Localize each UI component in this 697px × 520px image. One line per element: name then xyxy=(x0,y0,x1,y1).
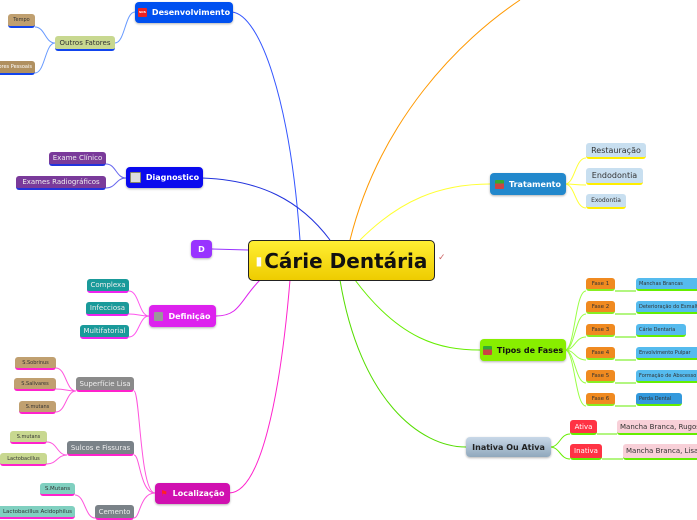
node-ativa-desc[interactable]: Mancha Branca, Rugosa xyxy=(617,420,697,435)
node-tempo[interactable]: Tempo xyxy=(8,14,35,28)
node-fase-2[interactable]: Fase 2 xyxy=(586,301,615,314)
node-lactobacillus[interactable]: Lactobacillus xyxy=(0,453,47,466)
node-fase-4[interactable]: Fase 4 xyxy=(586,347,615,360)
node-s-salivares[interactable]: S.Salivares xyxy=(14,378,56,391)
flag-icon: ⚑ xyxy=(160,489,168,498)
topic-diagnostico[interactable]: Diagnostico xyxy=(126,167,203,188)
node-exame-clinico[interactable]: Exame Clínico xyxy=(49,152,106,166)
topic-label: Diagnostico xyxy=(145,173,200,182)
topic-label: Tipos de Fases xyxy=(496,345,564,355)
node-fase-desc-3[interactable]: Cárie Dentaria xyxy=(636,324,686,337)
node-cemento[interactable]: Cemento xyxy=(95,505,134,520)
node-fase-1[interactable]: Fase 1 xyxy=(586,278,615,291)
link-icon[interactable]: ✓ xyxy=(438,253,446,263)
central-topic[interactable]: ▮ Cárie Dentária xyxy=(248,240,435,281)
topic-tratamento[interactable]: Tratamento xyxy=(490,173,566,195)
sos-icon: SOS xyxy=(137,8,147,17)
topic-d[interactable]: D xyxy=(191,240,212,258)
node-fase-desc-6[interactable]: Perda Dental xyxy=(636,393,682,406)
topic-label: Desenvolvimento xyxy=(151,8,231,17)
node-exodontia[interactable]: Exodontia xyxy=(586,194,626,209)
node-lactobacillus-acidophilus[interactable]: Lactobacillus Acidophilus xyxy=(0,506,75,519)
node-fase-desc-5[interactable]: Formação de Abscesso xyxy=(636,370,697,383)
node-exames-radiograficos[interactable]: Exames Radiográficos xyxy=(16,176,106,190)
tooth-icon: ▮ xyxy=(255,253,263,268)
node-inativa[interactable]: Inativa xyxy=(570,444,602,460)
node-multifatorial[interactable]: Multifatorial xyxy=(80,325,129,339)
node-s-mutans[interactable]: S.mutans xyxy=(19,401,56,414)
clipboard-icon xyxy=(129,172,141,183)
books-icon xyxy=(495,179,505,189)
node-fase-6[interactable]: Fase 6 xyxy=(586,393,615,406)
topic-tipos-de-fases[interactable]: Tipos de Fases xyxy=(480,339,566,361)
node-fatores-pessoais[interactable]: Fatores Pessoais xyxy=(0,61,35,75)
node-restauracao[interactable]: Restauração xyxy=(586,143,646,159)
node-sulcos-s-mutans[interactable]: S.mutans xyxy=(10,431,47,444)
topic-label: Localização xyxy=(172,489,225,498)
node-fase-desc-1[interactable]: Manchas Brancas xyxy=(636,278,697,291)
folder-icon xyxy=(154,311,164,321)
node-outros-fatores[interactable]: Outros Fatores xyxy=(55,36,115,51)
node-sulcos-fissuras[interactable]: Sulcos e Fissuras xyxy=(67,441,134,456)
node-fase-5[interactable]: Fase 5 xyxy=(586,370,615,383)
topic-label: Definição xyxy=(168,311,211,321)
topic-desenvolvimento[interactable]: SOS Desenvolvimento xyxy=(135,2,233,23)
node-inativa-desc[interactable]: Mancha Branca, Lisa e xyxy=(623,444,697,460)
topic-inativa-ou-ativa[interactable]: Inativa Ou Ativa xyxy=(466,437,551,457)
node-endodontia[interactable]: Endodontia xyxy=(586,168,643,185)
node-cemento-s-mutans[interactable]: S.Mutans xyxy=(40,483,75,496)
books-icon xyxy=(482,345,492,355)
topic-localizacao[interactable]: ⚑ Localização xyxy=(155,483,230,504)
node-fase-desc-2[interactable]: Deterioração do Esmalte xyxy=(636,301,697,314)
topic-definicao[interactable]: Definição xyxy=(149,305,216,327)
node-fase-3[interactable]: Fase 3 xyxy=(586,324,615,337)
topic-label: Tratamento xyxy=(509,179,561,189)
node-ativa[interactable]: Ativa xyxy=(570,420,597,435)
central-title: Cárie Dentária xyxy=(264,248,428,273)
node-infecciosa[interactable]: Infecciosa xyxy=(86,302,129,316)
node-superficie-lisa[interactable]: Superfície Lisa xyxy=(76,377,134,392)
node-s-sobrinus[interactable]: S.Sobrinus xyxy=(15,357,56,370)
node-fase-desc-4[interactable]: Envolvimento Pulpar xyxy=(636,347,697,360)
node-complexa[interactable]: Complexa xyxy=(87,279,129,293)
